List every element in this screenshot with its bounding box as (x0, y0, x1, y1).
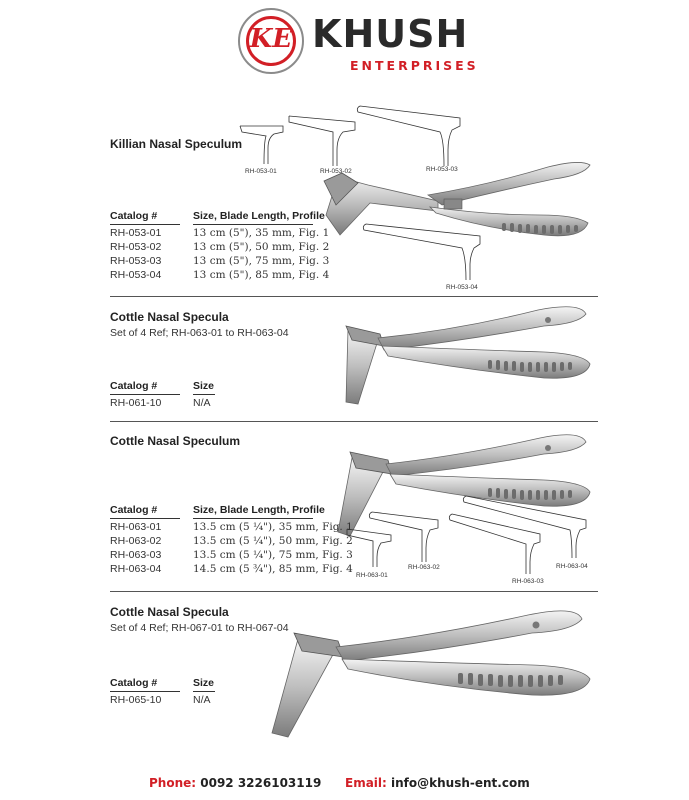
col-header-catalog: Catalog # (110, 504, 158, 516)
section-divider (110, 421, 598, 422)
brand-subtitle: ENTERPRISES (350, 58, 479, 73)
brand-logo: KE KHUSH ENTERPRISES (238, 8, 478, 78)
table-cell-catalog: RH-063-01 (110, 521, 162, 533)
table-cell-catalog: RH-053-01 (110, 227, 162, 239)
logo-mark: KE (249, 24, 293, 54)
table-cell-catalog: RH-063-04 (110, 563, 162, 575)
blade-profile-fig-2 (368, 511, 439, 562)
phone-number[interactable]: 0092 3226103119 (200, 776, 322, 790)
footer-email: Email: info@khush-ent.com (345, 776, 530, 790)
speculum-instrument-image (271, 610, 591, 738)
fig-label: RH-063-03 (512, 578, 544, 585)
fig-label: RH-063-01 (356, 572, 388, 579)
section-divider (110, 296, 598, 297)
section-title-cottle-set: Cottle Nasal Specula (110, 310, 229, 324)
blade-profile-fig-2 (288, 115, 356, 166)
col-header-size: Size, Blade Length, Profile (193, 210, 325, 222)
table-cell-size: N/A (193, 397, 211, 409)
section-description: Set of 4 Ref; RH-063-01 to RH-063-04 (110, 327, 289, 339)
table-cell-catalog: RH-053-02 (110, 241, 162, 253)
table-cell-size: 13 cm (5"), 50 mm, Fig. 2 (193, 241, 330, 253)
speculum-instrument-image (345, 306, 591, 405)
col-header-catalog: Catalog # (110, 380, 158, 392)
fig-label: RH-053-04 (446, 284, 478, 291)
phone-label: Phone: (149, 776, 197, 790)
email-label: Email: (345, 776, 387, 790)
table-cell-catalog: RH-053-03 (110, 255, 162, 267)
fig-label: RH-053-02 (320, 168, 352, 175)
section-divider (110, 591, 598, 592)
speculum-instrument-image (337, 434, 591, 537)
table-cell-size: 13 cm (5"), 85 mm, Fig. 4 (193, 269, 330, 281)
table-cell-size: 13.5 cm (5 ¼"), 75 mm, Fig. 3 (193, 549, 353, 561)
logo-badge: KE (238, 8, 304, 74)
section-description: Set of 4 Ref; RH-067-01 to RH-067-04 (110, 622, 289, 634)
table-cell-size: 13.5 cm (5 ¼"), 50 mm, Fig. 2 (193, 535, 353, 547)
table-cell-size: 13.5 cm (5 ¼"), 35 mm, Fig. 1 (193, 521, 353, 533)
table-cell-size: N/A (193, 694, 211, 706)
section-title-cottle: Cottle Nasal Speculum (110, 434, 241, 448)
blade-profile-fig-3 (448, 513, 541, 574)
fig-label: RH-063-04 (556, 563, 588, 570)
fig-label: RH-063-02 (408, 564, 440, 571)
col-header-size: Size (193, 677, 215, 689)
table-cell-catalog: RH-063-03 (110, 549, 162, 561)
brand-name: KHUSH (312, 12, 469, 56)
speculum-instrument-image (323, 162, 591, 237)
col-header-size: Size, Blade Length, Profile (193, 504, 325, 516)
col-header-size: Size (193, 380, 215, 392)
table-cell-size: 13 cm (5"), 35 mm, Fig. 1 (193, 227, 330, 239)
fig-label: RH-053-03 (426, 166, 458, 173)
blade-profile-fig-4 (462, 495, 587, 559)
blade-profile-fig-4 (362, 223, 481, 281)
email-address[interactable]: info@khush-ent.com (391, 776, 530, 790)
section-title-killian: Killian Nasal Speculum (110, 137, 243, 151)
section-title-cottle-set-2: Cottle Nasal Specula (110, 605, 229, 619)
footer-phone: Phone: 0092 3226103119 (149, 776, 321, 790)
blade-profile-fig-1 (239, 125, 284, 165)
col-header-catalog: Catalog # (110, 210, 158, 222)
table-cell-catalog: RH-053-04 (110, 269, 162, 281)
col-header-catalog: Catalog # (110, 677, 158, 689)
blade-profile-fig-3 (356, 105, 461, 167)
table-cell-size: 13 cm (5"), 75 mm, Fig. 3 (193, 255, 330, 267)
table-cell-catalog: RH-061-10 (110, 397, 162, 409)
table-cell-catalog: RH-063-02 (110, 535, 162, 547)
table-cell-catalog: RH-065-10 (110, 694, 162, 706)
fig-label: RH-053-01 (245, 168, 277, 175)
blade-profile-fig-1 (346, 528, 392, 567)
table-cell-size: 14.5 cm (5 ¾"), 85 mm, Fig. 4 (193, 563, 353, 575)
